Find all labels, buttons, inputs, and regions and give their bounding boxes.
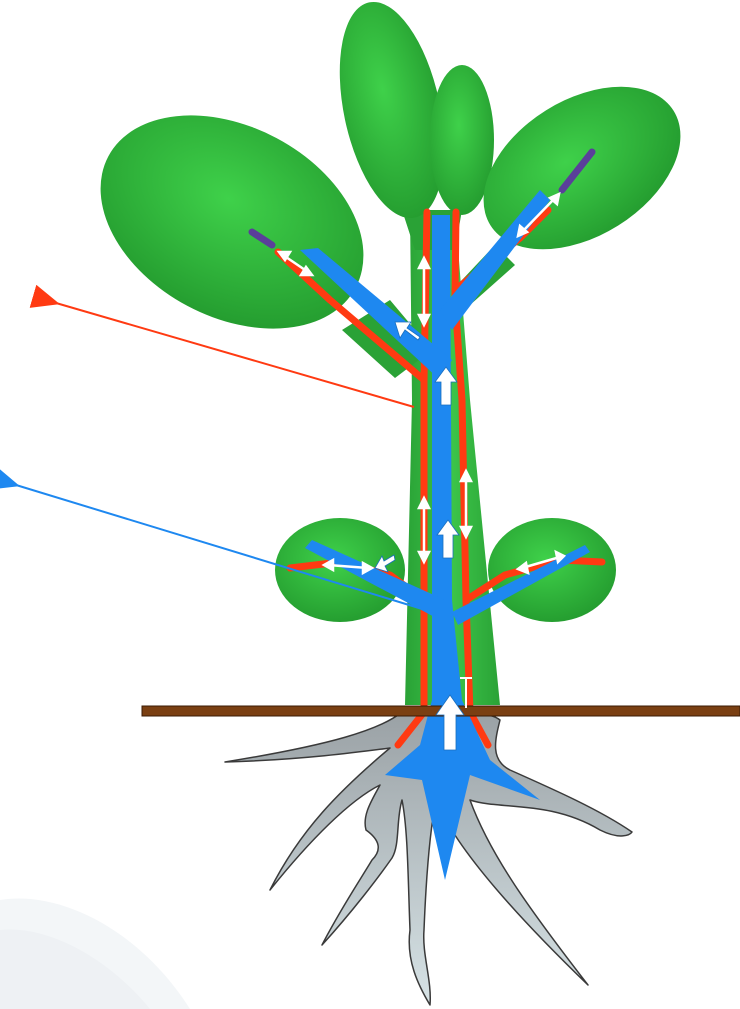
corner-decoration [0,898,190,1009]
